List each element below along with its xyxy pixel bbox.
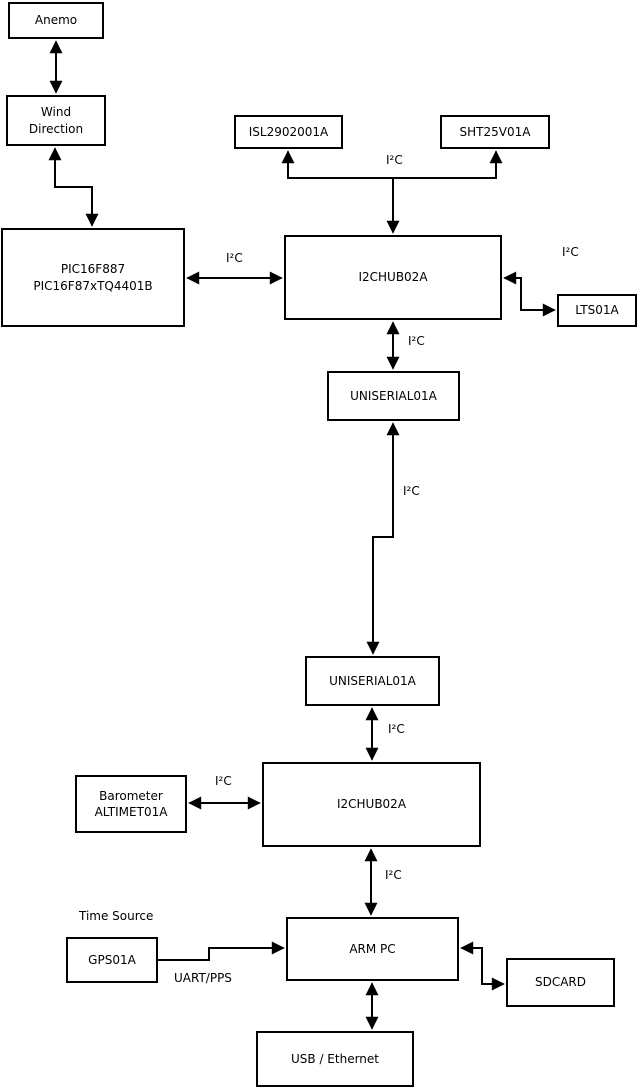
node-uniserial01a-2: UNISERIAL01A (305, 656, 440, 706)
node-arm-pc: ARM PC (286, 917, 459, 981)
label-i2c-uniserial2-hub2: I²C (388, 722, 405, 736)
label-i2c-hub2-armpc: I²C (385, 868, 402, 882)
node-sht25v01a: SHT25V01A (440, 115, 550, 149)
label-i2c-pic-hub1: I²C (226, 251, 243, 265)
node-gps01a: GPS01A (66, 937, 158, 983)
label-i2c-hub1-lts: I²C (562, 245, 579, 259)
edge-uniserial1-uniserial2 (366, 422, 400, 655)
node-isl2902001a: ISL2902001A (234, 115, 343, 149)
label-uart-pps: UART/PPS (174, 971, 232, 985)
label-time-source: Time Source (79, 909, 154, 923)
node-anemo: Anemo (8, 2, 104, 39)
edge-gps-armpc (158, 941, 285, 961)
node-i2chub02a-1: I2CHUB02A (284, 235, 502, 320)
node-i2chub02a-2: I2CHUB02A (262, 762, 481, 847)
label-i2c-uniserial1-uniserial2: I²C (403, 484, 420, 498)
label-i2c-barometer-hub2: I²C (215, 774, 232, 788)
label-i2c-hub1-uniserial1: I²C (408, 334, 425, 348)
label-i2c-hub1-sensors: I²C (386, 153, 403, 167)
node-lts01a: LTS01A (557, 294, 637, 327)
node-uniserial01a-1: UNISERIAL01A (327, 371, 460, 421)
edge-wind-pic (48, 147, 99, 227)
node-sdcard: SDCARD (506, 958, 615, 1007)
edge-hub1-lts (503, 271, 556, 317)
node-wind-direction: Wind Direction (6, 95, 106, 146)
node-pic16f887: PIC16F887 PIC16F87xTQ4401B (1, 228, 185, 327)
node-barometer-altimet01a: Barometer ALTIMET01A (75, 775, 187, 833)
edge-armpc-sdcard (460, 941, 505, 991)
node-usb-ethernet: USB / Ethernet (256, 1031, 414, 1087)
